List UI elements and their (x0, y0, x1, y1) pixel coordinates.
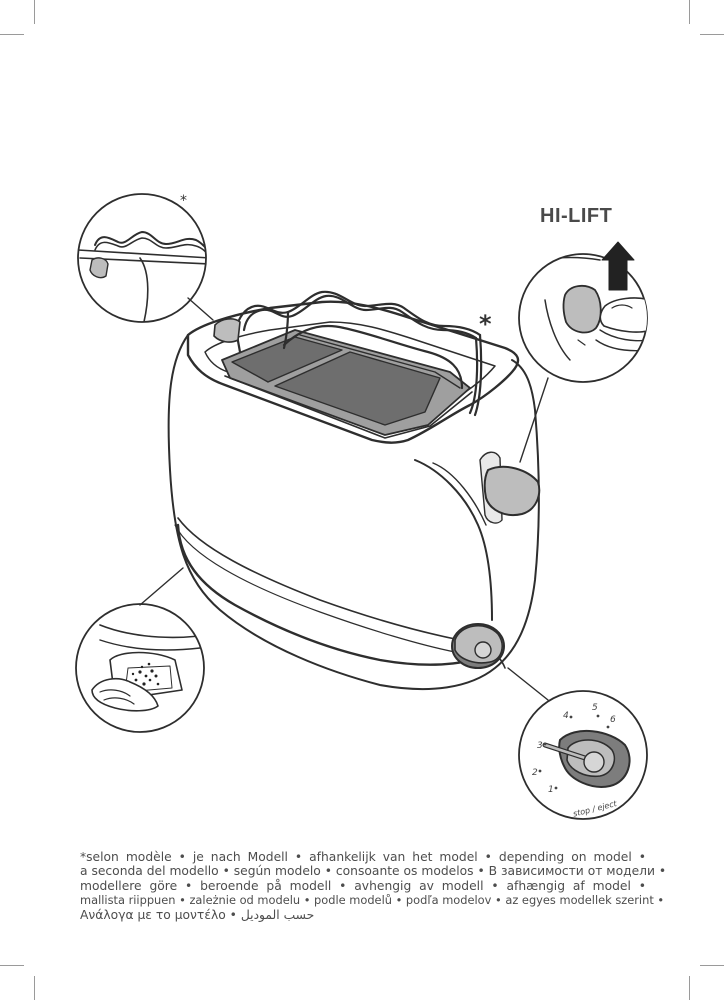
dial-mark-3: 3 (537, 741, 543, 751)
crop-mark-top-right-h (700, 34, 724, 35)
dial-mark-5: 5 (592, 703, 598, 713)
model-footnote: *selon modèle • je nach Modell • afhanke… (80, 850, 667, 922)
crop-mark-bottom-right-v (689, 976, 690, 1000)
dial-mark-6: 6 (610, 715, 616, 725)
footnote-line: a seconda del modello • según modelo • c… (80, 864, 667, 879)
footnote-line: *selon modèle • je nach Modell • afhanke… (80, 850, 646, 864)
callout-rack-detail (77, 193, 207, 323)
footnote-line: mallista riippuen • zależnie od modelu •… (80, 893, 665, 908)
bun-warmer-rack (234, 290, 483, 417)
crop-mark-bottom-right-h (700, 965, 724, 966)
callout-hilift-detail (518, 241, 648, 383)
browning-knob (451, 623, 505, 669)
crop-mark-bottom-left-v (34, 976, 35, 1000)
dial-mark-1: 1 (548, 785, 554, 795)
callout-browning-dial-detail (518, 690, 648, 820)
rear-lever (213, 318, 241, 343)
bread-slots (221, 329, 473, 439)
crop-mark-top-left-v (34, 0, 35, 24)
dial-mark-4: 4 (563, 711, 569, 721)
footnote-line: Ανάλογα με το μοντέλο • حسب الموديل (80, 907, 315, 922)
dial-mark-2: 2 (532, 768, 538, 778)
footnote-line: modellere göre • beroende på modell • av… (80, 878, 646, 893)
crop-mark-top-left-h (0, 34, 24, 35)
crop-mark-bottom-left-h (0, 965, 24, 966)
asterisk-rack-marker: * (479, 310, 492, 338)
crop-mark-top-right-v (689, 0, 690, 24)
hi-lift-label: HI-LIFT (540, 205, 613, 227)
callout-crumb-tray-detail (75, 603, 205, 733)
asterisk-inset-marker: * (180, 193, 187, 209)
dial-stop-eject-label: stop / eject (572, 799, 618, 819)
callout-lines (139, 297, 549, 701)
side-lever (479, 451, 541, 524)
